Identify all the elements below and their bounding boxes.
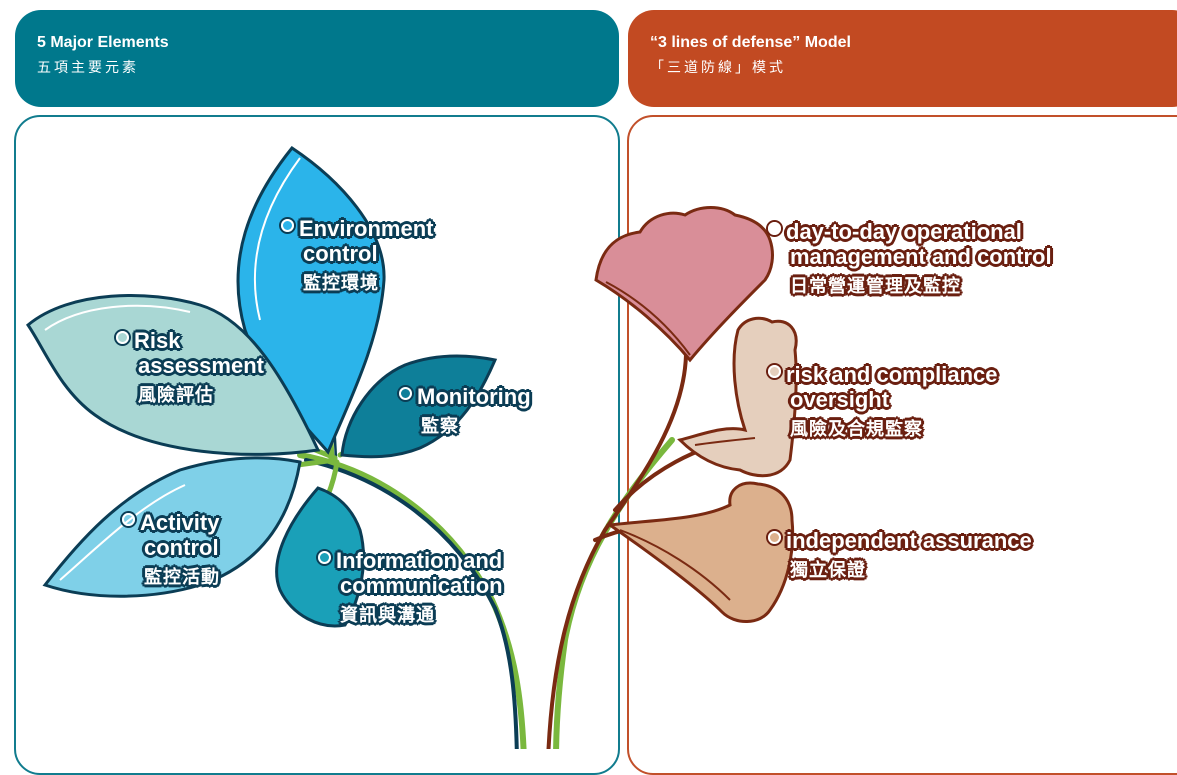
leaf-first-line (594, 206, 774, 363)
first-line-line2: management and control (790, 244, 1052, 269)
second-line-zh: 風險及合規監察 (790, 419, 923, 440)
information-line2: communication (340, 573, 503, 598)
monitoring-zh: 監察 (421, 416, 459, 437)
bullet-icon (768, 222, 781, 235)
leaf-monitoring (340, 354, 498, 459)
environment-zh: 監控環境 (303, 273, 379, 294)
label-second-line: risk and compliance oversight 風險及合規監察 (768, 362, 998, 442)
leaf-activity (42, 456, 302, 598)
risk-zh: 風險評估 (138, 385, 214, 406)
second-line-line2: oversight (790, 387, 890, 412)
label-environment-control: Environment control 監控環境 (281, 216, 433, 296)
environment-line1: Environment (299, 216, 434, 241)
leaf-risk (25, 294, 321, 456)
label-monitoring: Monitoring 監察 (399, 384, 531, 439)
five-elements-header: 5 Major Elements 五項主要元素 (15, 10, 619, 107)
bullet-icon (399, 387, 412, 400)
three-lines-header: “3 lines of defense” Model 「三道防線」模式 (628, 10, 1177, 107)
first-line-line1: day-to-day operational (786, 219, 1022, 244)
left-stem-navy (304, 458, 519, 749)
bullet-icon (318, 551, 331, 564)
leaf-third-line (605, 481, 795, 623)
bullet-icon (281, 219, 294, 232)
third-line-line1: independent assurance (786, 528, 1032, 553)
environment-line2: control (303, 241, 378, 266)
label-risk-assessment: Risk assessment 風險評估 (116, 328, 264, 408)
second-line-line1: risk and compliance (786, 362, 998, 387)
risk-line2: assessment (138, 353, 264, 378)
label-third-line: independent assurance 獨立保證 (768, 528, 1032, 583)
three-lines-subtitle: 「三道防線」模式 (650, 60, 786, 76)
activity-line1: Activity (140, 510, 220, 535)
three-lines-title: “3 lines of defense” Model (650, 34, 851, 51)
leaf-second-line (677, 316, 798, 478)
label-activity-control: Activity control 監控活動 (122, 510, 220, 590)
monitoring-line1: Monitoring (417, 384, 531, 409)
risk-line1: Risk (134, 328, 181, 353)
label-first-line: day-to-day operational management and co… (768, 219, 1052, 299)
five-elements-title: 5 Major Elements (37, 34, 169, 51)
right-stem-brown (546, 353, 688, 749)
bullet-icon (122, 513, 135, 526)
bullet-icon (768, 531, 781, 544)
plant-illustration (25, 145, 798, 749)
bullet-icon (116, 331, 129, 344)
activity-zh: 監控活動 (144, 567, 220, 588)
information-line1: Information and (336, 548, 503, 573)
label-information-communication: Information and communication 資訊與溝通 (318, 548, 503, 628)
information-zh: 資訊與溝通 (340, 605, 435, 626)
activity-line2: control (144, 535, 219, 560)
first-line-zh: 日常營運管理及監控 (790, 276, 961, 297)
bullet-icon (768, 365, 781, 378)
third-line-zh: 獨立保證 (790, 560, 866, 581)
five-elements-subtitle: 五項主要元素 (37, 60, 139, 76)
